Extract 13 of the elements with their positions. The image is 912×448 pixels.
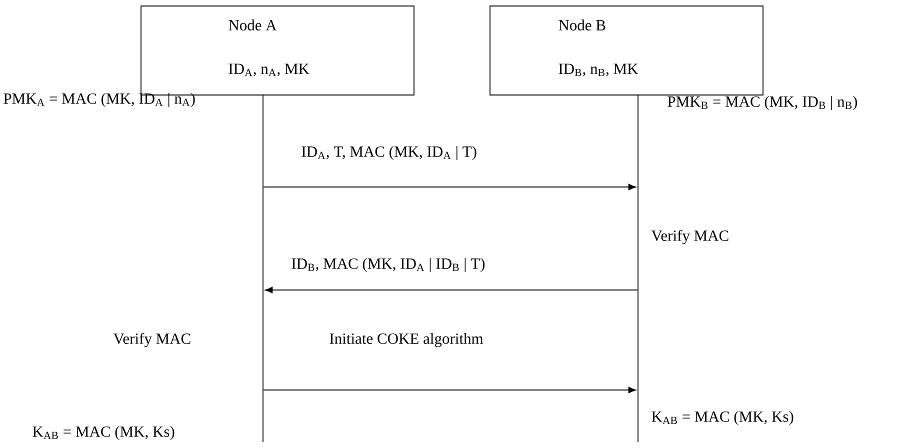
annotation-text: PMK$_{B}$ = MAC (MK, ID$_{B}$ | n$_{B}$) — [668, 96, 858, 110]
message-arrow — [265, 286, 638, 294]
participant-box: Node A ID$_{A}$, n$_{A}$, MK — [140, 6, 414, 96]
message-arrow — [263, 386, 636, 394]
annotation-text: K$_{AB}$ = MAC (MK, Ks) — [32, 426, 174, 440]
annotation-text: Verify MAC — [651, 230, 728, 244]
annotation-text: K$_{AB}$ = MAC (MK, Ks) — [652, 410, 794, 426]
message-label: Initiate COKE algorithm — [328, 332, 484, 348]
message-arrow — [263, 184, 636, 190]
message-label: ID$_{B}$, MAC (MK, ID$_{A}$ | ID$_{B}$ | T) — [290, 256, 486, 274]
participant-box: Node B ID$_{B}$, n$_{B}$, MK — [490, 6, 764, 96]
message-label: ID$_{A}$, T, MAC (MK, ID$_{A}$ | T) — [300, 144, 478, 162]
annotation-text: Verify MAC — [113, 332, 190, 348]
